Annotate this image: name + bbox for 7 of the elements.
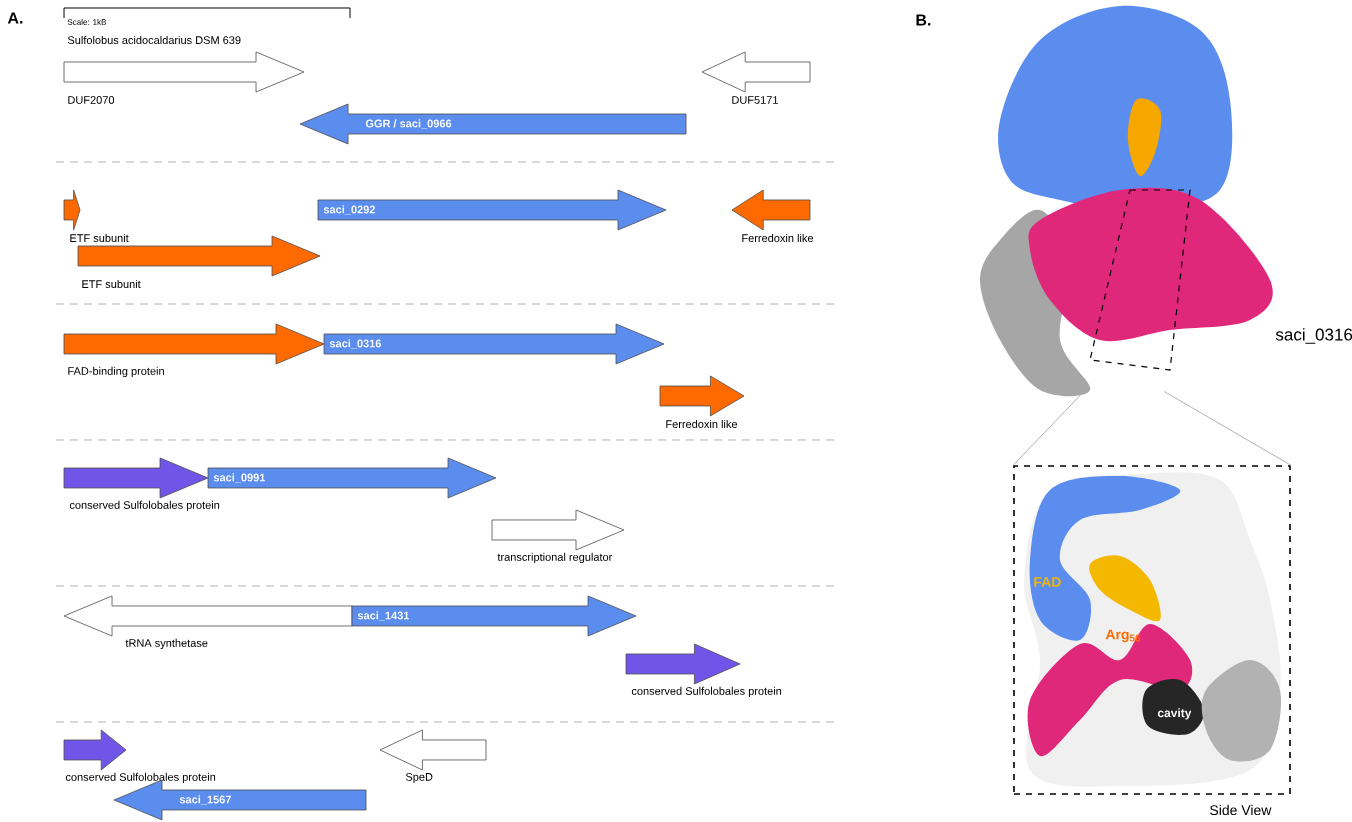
panel-letter: A.: [7, 12, 23, 24]
picture: [980, 5, 1273, 397]
zoom-line: [1163, 390, 1292, 466]
picture: [1013, 465, 1291, 795]
panel-letter: B.: [916, 14, 931, 26]
zoom-line: [1012, 390, 1085, 466]
protein-label: saci_0316: [1275, 328, 1352, 344]
